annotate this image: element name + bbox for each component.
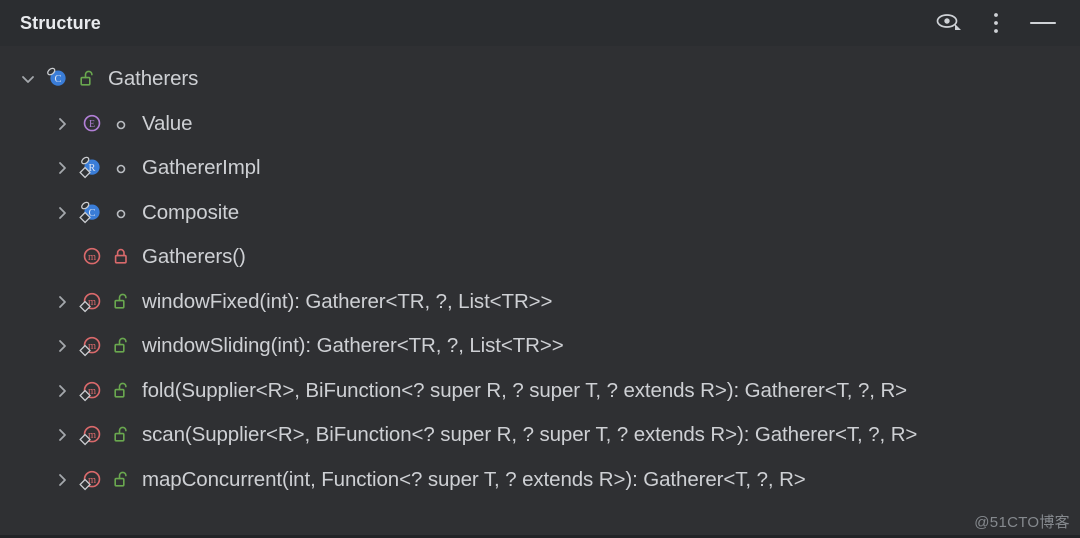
record-icon: R [79,155,105,181]
unlocked-public-icon [112,292,132,312]
circle-package-private-icon [112,114,132,134]
circle-package-private-icon [112,158,132,178]
tree-node-label: Composite [142,200,240,224]
tree-row[interactable]: m windowFixed(int): Gatherer<TR, ?, List<… [0,280,1080,325]
chevron-right-icon[interactable] [51,291,73,313]
eye-dropdown-icon[interactable] [934,8,964,38]
svg-text:C: C [55,74,62,85]
svg-text:C: C [89,208,96,219]
svg-text:m: m [88,475,96,486]
tree-row[interactable]: m windowSliding(int): Gatherer<TR, ?, Lis… [0,324,1080,369]
structure-tool-header: Structure [0,0,1080,46]
tree-node-label: Gatherers [108,67,199,91]
unlocked-public-icon [112,470,132,490]
unlocked-public-icon [112,425,132,445]
header-actions [934,8,1066,38]
tree-row[interactable]: m Gatherers() [0,235,1080,280]
tree-node-label: Gatherers() [142,245,246,269]
tree-node-label: Value [142,111,193,135]
method-icon: m [79,289,105,315]
locked-private-icon [112,247,132,267]
svg-text:m: m [88,252,96,263]
tree-row[interactable]: m scan(Supplier<R>, BiFunction<? super R,… [0,413,1080,458]
chevron-right-icon[interactable] [51,380,73,402]
method-icon: m [79,467,105,493]
tree-row[interactable]: C Gatherers [0,57,1080,102]
chevron-right-icon[interactable] [51,113,73,135]
tree-node-label: scan(Supplier<R>, BiFunction<? super R, … [142,423,918,447]
circle-package-private-icon [112,203,132,223]
method-icon: m [79,378,105,404]
class-icon: C [45,66,71,92]
svg-text:R: R [89,163,96,174]
svg-text:m: m [88,386,96,397]
page-title: Structure [20,12,101,33]
unlocked-public-icon [112,381,132,401]
class-icon: C [79,200,105,226]
tree-node-label: mapConcurrent(int, Function<? super T, ?… [142,467,806,491]
chevron-right-icon[interactable] [51,335,73,357]
tree-row[interactable]: R GathererImpl [0,146,1080,191]
tree-row[interactable]: m fold(Supplier<R>, BiFunction<? super R,… [0,369,1080,414]
chevron-right-icon[interactable] [51,469,73,491]
tree-node-label: GathererImpl [142,156,261,180]
tree-node-label: windowFixed(int): Gatherer<TR, ?, List<T… [142,289,553,313]
method-icon: m [79,422,105,448]
method-icon: m [79,244,105,270]
bottom-edge [0,535,1080,538]
tree-node-label: windowSliding(int): Gatherer<TR, ?, List… [142,334,564,358]
tree-row[interactable]: C Composite [0,191,1080,236]
minimize-icon[interactable] [1028,8,1058,38]
unlocked-public-icon [78,69,98,89]
tree-node-label: fold(Supplier<R>, BiFunction<? super R, … [142,378,908,402]
svg-text:m: m [88,341,96,352]
method-icon: m [79,333,105,359]
svg-text:E: E [89,119,95,130]
chevron-right-icon[interactable] [51,424,73,446]
watermark: @51CTO博客 [974,514,1070,531]
chevron-right-icon[interactable] [51,202,73,224]
chevron-right-icon[interactable] [51,157,73,179]
unlocked-public-icon [112,336,132,356]
svg-text:m: m [88,430,96,441]
svg-text:m: m [88,297,96,308]
enum-icon: E [79,111,105,137]
tree-row[interactable]: E Value [0,102,1080,147]
more-vertical-icon[interactable] [981,8,1011,38]
tree-row[interactable]: m mapConcurrent(int, Function<? super T, … [0,458,1080,503]
chevron-down-icon[interactable] [17,68,39,90]
